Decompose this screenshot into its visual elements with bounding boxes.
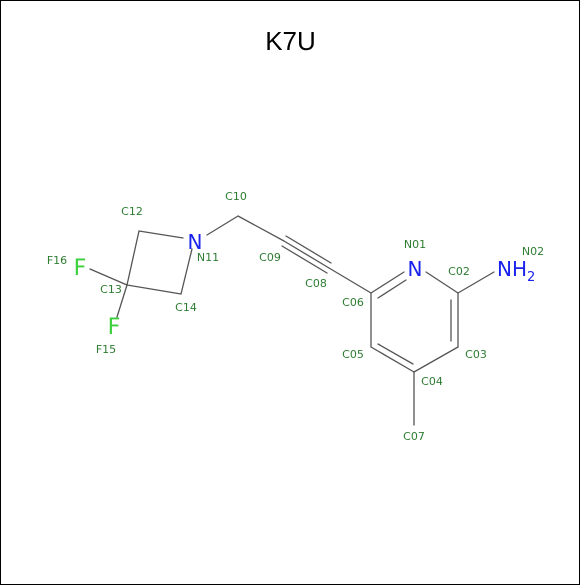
label-c08: C08 <box>305 277 327 290</box>
n02-symbol-main: NH <box>497 257 527 281</box>
label-c05: C05 <box>342 348 364 361</box>
bond-c09-c10 <box>237 215 285 242</box>
bond-c04-c05 <box>370 346 415 373</box>
label-c12: C12 <box>121 205 143 218</box>
label-n11: N11 <box>197 251 219 264</box>
atom-labels: N01 C02 N02 C03 C04 C05 C06 C07 C08 C09 … <box>47 190 544 443</box>
label-c09: C09 <box>259 251 281 264</box>
label-c03: C03 <box>465 348 487 361</box>
bond-c08-c09-b <box>285 235 332 264</box>
label-c10: C10 <box>225 190 247 203</box>
bond-c02-n02 <box>457 271 495 294</box>
bond-c06-n01 <box>370 271 405 294</box>
label-f16: F16 <box>47 254 67 267</box>
label-n02: N02 <box>522 245 544 258</box>
f15-symbol: F <box>108 315 121 340</box>
bond-c08-c09-a <box>283 240 330 269</box>
element-symbols: N N NH2 F F <box>74 230 536 340</box>
bond-n11-c12 <box>138 230 184 239</box>
bond-c08-c09-c <box>281 245 328 274</box>
bond-c13-f15 <box>116 284 128 318</box>
bond-c12-c13 <box>126 230 140 286</box>
label-c02: C02 <box>448 265 470 278</box>
n02-symbol: NH2 <box>497 257 535 285</box>
label-c06: C06 <box>342 296 364 309</box>
n01-symbol: N <box>408 257 423 281</box>
n11-symbol: N <box>188 230 203 254</box>
bonds <box>89 215 495 426</box>
label-n01: N01 <box>404 238 426 251</box>
bond-c13-c14 <box>126 284 182 295</box>
n02-symbol-subscript: 2 <box>527 270 535 285</box>
bond-c04-c05-inner <box>377 343 414 365</box>
bond-c10-n11 <box>206 215 239 236</box>
label-f15: F15 <box>96 343 116 356</box>
bond-c06-n01-inner <box>377 279 407 299</box>
bond-c14-n11 <box>180 248 193 295</box>
bond-c03-c04 <box>413 346 459 373</box>
bond-c06-c08 <box>328 267 372 294</box>
label-c04: C04 <box>421 375 443 388</box>
molecule-title: K7U <box>265 26 316 56</box>
f16-symbol: F <box>74 256 87 281</box>
label-c14: C14 <box>175 301 197 314</box>
label-c13: C13 <box>100 283 122 296</box>
bond-c13-f16 <box>89 268 128 286</box>
bond-n01-c02 <box>425 271 459 294</box>
label-c07: C07 <box>403 430 425 443</box>
